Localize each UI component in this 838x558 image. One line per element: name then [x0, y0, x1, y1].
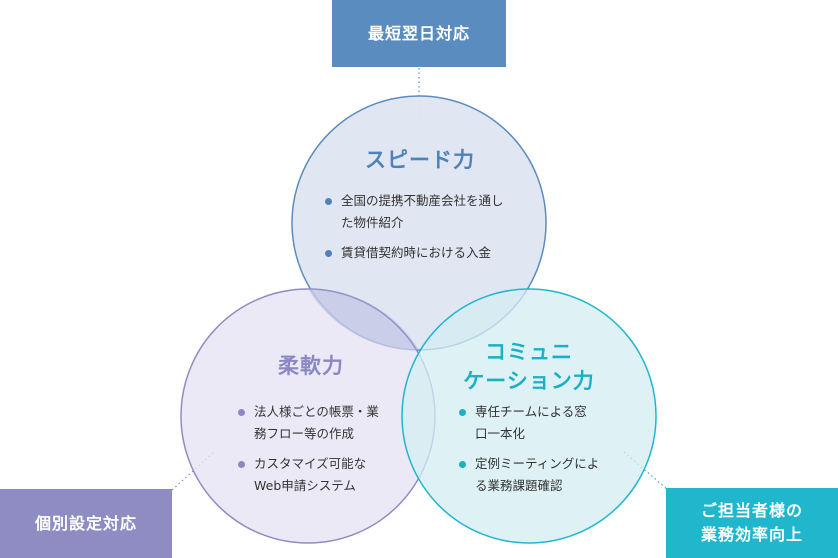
comm-point-1: 専任チームによる窓口一本化	[458, 401, 638, 445]
tag-individual-settings: 個別設定対応	[0, 489, 172, 558]
bullet-dot	[238, 461, 245, 468]
overlap-speed-flex	[308, 288, 419, 351]
flex-point-1-text: 法人様ごとの帳票・業務フロー等の作成	[254, 404, 379, 441]
speed-points: 全国の提携不動産会社を通した物件紹介 賃貸借契約時における入金	[324, 190, 524, 272]
speed-point-1: 全国の提携不動産会社を通した物件紹介	[324, 190, 524, 234]
tag-left-label: 個別設定対応	[34, 513, 137, 533]
bullet-dot	[459, 461, 466, 468]
flex-point-2-text: カスタマイズ可能なWeb申請システム	[254, 456, 367, 493]
tag-efficiency: ご担当者様の 業務効率向上	[666, 488, 838, 558]
tag-right-line2: 業務効率向上	[700, 525, 803, 544]
speed-point-1-text: 全国の提携不動産会社を通した物件紹介	[341, 193, 504, 230]
comm-point-2-text: 定例ミーティングによる業務課題確認	[475, 456, 600, 493]
communication-title-line1: コミュニ	[485, 340, 573, 364]
communication-title-line2: ケーション力	[463, 369, 595, 393]
speed-point-2: 賃貸借契約時における入金	[324, 242, 524, 264]
flex-point-2: カスタマイズ可能なWeb申請システム	[237, 453, 417, 497]
flexibility-points: 法人様ごとの帳票・業務フロー等の作成 カスタマイズ可能なWeb申請システム	[237, 401, 417, 505]
comm-point-2: 定例ミーティングによる業務課題確認	[458, 453, 638, 497]
bullet-dot	[325, 250, 332, 257]
tag-right-line1: ご担当者様の	[700, 501, 803, 520]
speed-title: スピード力	[365, 148, 475, 172]
comm-point-1-text: 専任チームによる窓口一本化	[475, 404, 587, 441]
communication-points: 専任チームによる窓口一本化 定例ミーティングによる業務課題確認	[458, 401, 638, 505]
tag-top-label: 最短翌日対応	[367, 23, 470, 43]
speed-point-2-text: 賃貸借契約時における入金	[341, 245, 492, 260]
circle-speed	[291, 95, 547, 351]
flexibility-title: 柔軟力	[278, 354, 344, 378]
flex-point-1: 法人様ごとの帳票・業務フロー等の作成	[237, 401, 417, 445]
tag-fastest-next-day: 最短翌日対応	[332, 0, 506, 67]
bullet-dot	[459, 409, 466, 416]
communication-title: コミュニ ケーション力	[429, 338, 629, 396]
bullet-dot	[238, 409, 245, 416]
bullet-dot	[325, 198, 332, 205]
circle-communication	[401, 288, 657, 544]
